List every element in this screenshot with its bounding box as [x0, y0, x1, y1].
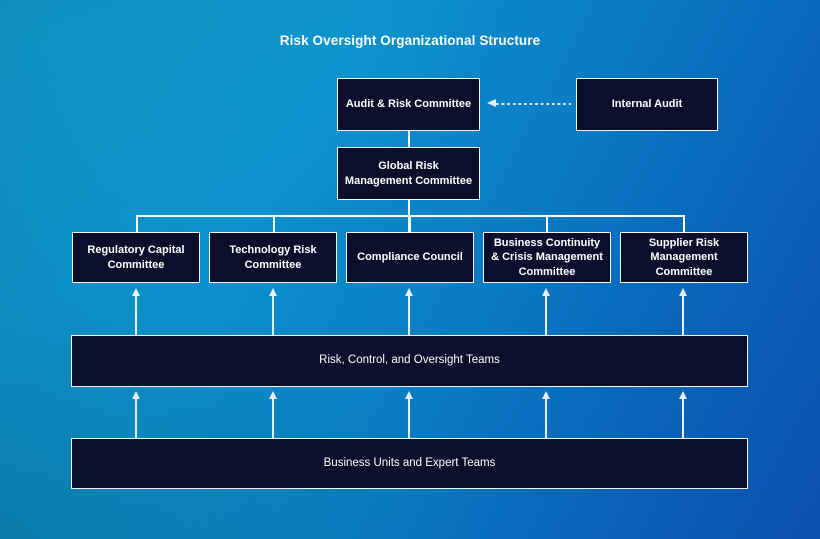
node-risk-control-oversight-teams[interactable]: Risk, Control, and Oversight Teams	[71, 335, 748, 387]
node-business-units-expert-teams[interactable]: Business Units and Expert Teams	[71, 438, 748, 489]
arrowhead-up-icon	[405, 391, 413, 399]
node-business-continuity-crisis-management-committee[interactable]: Business Continuity & Crisis Management …	[483, 232, 611, 283]
arrow-stem	[408, 294, 410, 335]
dotted-line	[496, 102, 571, 105]
node-business-continuity-line3: Committee	[518, 265, 576, 278]
connector-bus-drop-business-continuity	[546, 215, 548, 233]
arrowhead-up-icon	[405, 288, 413, 296]
arrow-stem	[682, 294, 684, 335]
arrow-teams-to-business-continuity	[541, 288, 551, 335]
node-regulatory-capital-line1: Regulatory Capital	[87, 243, 185, 256]
node-business-continuity-line1: Business Continuity	[493, 236, 601, 249]
node-audit-risk-committee-label: Audit & Risk Committee	[345, 98, 472, 111]
arrowhead-up-icon	[269, 391, 277, 399]
arrow-teams-to-technology-risk	[268, 288, 278, 335]
node-supplier-risk-line1: Supplier Risk	[648, 236, 720, 249]
diagram-title: Risk Oversight Organizational Structure	[279, 33, 541, 48]
arrowhead-up-icon	[679, 391, 687, 399]
arrow-stem	[272, 397, 274, 438]
arrow-teams-to-supplier-risk	[678, 288, 688, 335]
connector-bus-drop-technology-risk	[273, 215, 275, 233]
arrow-stem	[408, 397, 410, 438]
arrow-stem	[135, 294, 137, 335]
connector-audit-to-global-risk	[408, 131, 410, 148]
arrow-business-units-to-teams-1	[131, 391, 141, 438]
connector-bus-drop-regulatory-capital	[136, 215, 138, 233]
arrow-stem	[545, 397, 547, 438]
node-regulatory-capital-line2: Committee	[107, 258, 165, 271]
arrow-business-units-to-teams-5	[678, 391, 688, 438]
node-global-risk-line2: Management Committee	[344, 174, 473, 187]
node-business-continuity-line2: & Crisis Management	[491, 251, 603, 264]
connector-internal-audit-to-audit-risk	[487, 99, 571, 108]
arrow-business-units-to-teams-2	[268, 391, 278, 438]
arrowhead-up-icon	[132, 288, 140, 296]
node-technology-risk-committee[interactable]: Technology Risk Committee	[209, 232, 337, 283]
arrowhead-left-icon	[487, 99, 496, 107]
node-risk-control-oversight-teams-label: Risk, Control, and Oversight Teams	[319, 354, 500, 367]
arrowhead-up-icon	[542, 288, 550, 296]
node-business-units-expert-teams-label: Business Units and Expert Teams	[323, 456, 496, 469]
connector-bus-drop-compliance-council	[409, 215, 411, 233]
node-regulatory-capital-committee[interactable]: Regulatory Capital Committee	[72, 232, 200, 283]
arrow-teams-to-compliance-council	[404, 288, 414, 335]
node-internal-audit-label: Internal Audit	[611, 98, 683, 111]
arrowhead-up-icon	[269, 288, 277, 296]
arrow-stem	[135, 397, 137, 438]
arrow-stem	[272, 294, 274, 335]
node-compliance-council[interactable]: Compliance Council	[346, 232, 474, 283]
arrow-teams-to-regulatory-capital	[131, 288, 141, 335]
arrow-business-units-to-teams-3	[404, 391, 414, 438]
node-supplier-risk-management-committee[interactable]: Supplier Risk Management Committee	[620, 232, 748, 283]
node-technology-risk-line1: Technology Risk	[229, 243, 317, 256]
node-internal-audit[interactable]: Internal Audit	[576, 78, 718, 131]
node-supplier-risk-line2: Management	[650, 251, 718, 264]
node-compliance-council-label: Compliance Council	[357, 251, 463, 264]
arrow-stem	[545, 294, 547, 335]
node-technology-risk-line2: Committee	[244, 258, 302, 271]
node-global-risk-management-committee[interactable]: Global Risk Management Committee	[337, 147, 480, 200]
node-global-risk-line1: Global Risk	[378, 159, 439, 172]
arrowhead-up-icon	[132, 391, 140, 399]
node-audit-risk-committee[interactable]: Audit & Risk Committee	[337, 78, 480, 131]
connector-bus-drop-supplier-risk	[683, 215, 685, 233]
arrowhead-up-icon	[679, 288, 687, 296]
arrow-business-units-to-teams-4	[541, 391, 551, 438]
arrow-stem	[682, 397, 684, 438]
node-supplier-risk-line3: Committee	[655, 265, 713, 278]
arrowhead-up-icon	[542, 391, 550, 399]
